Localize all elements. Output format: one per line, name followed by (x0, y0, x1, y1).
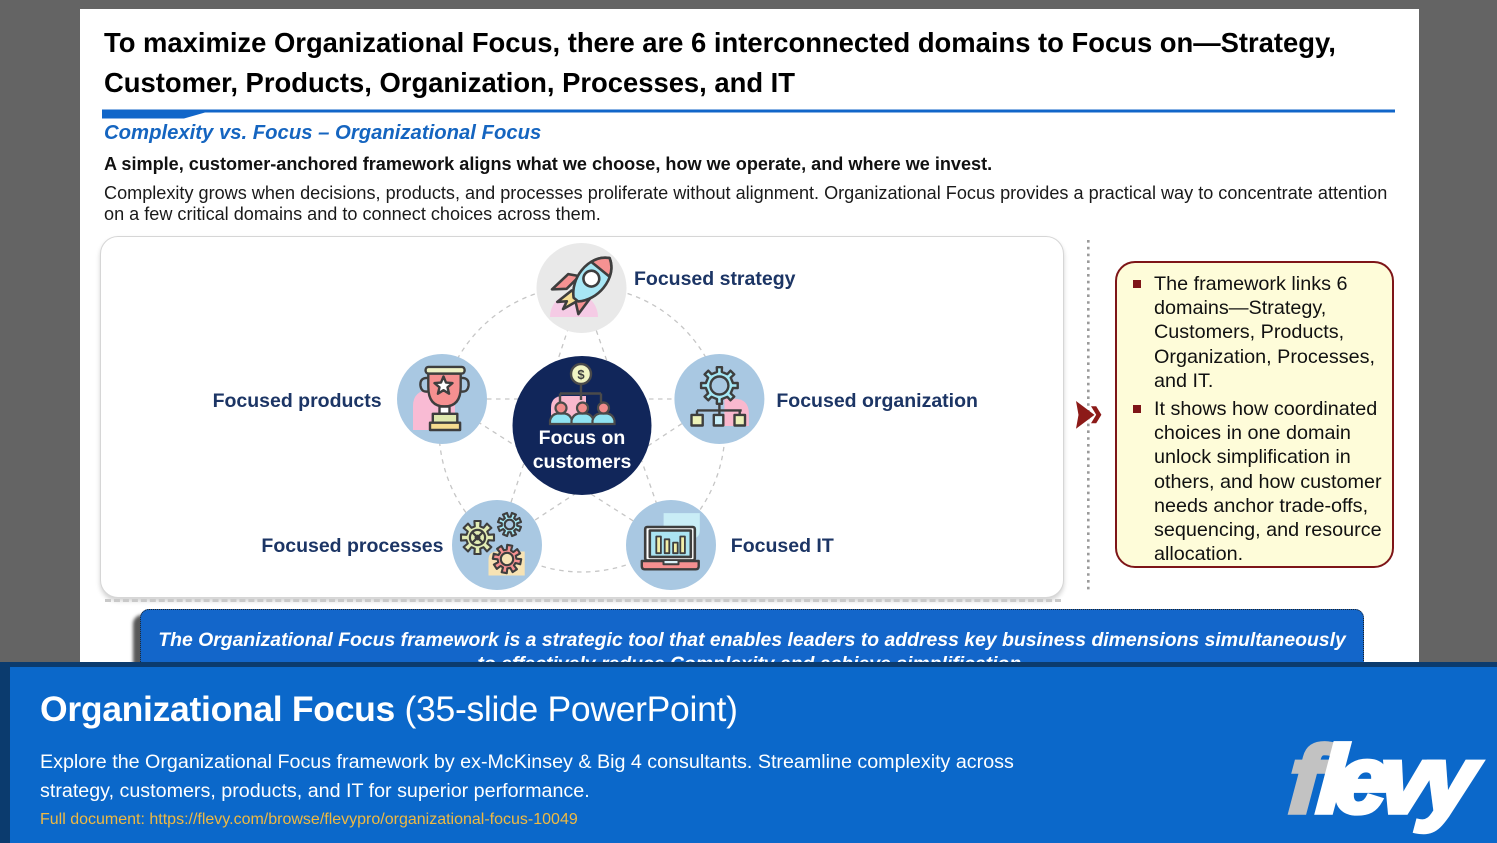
svg-text:Focused organization: Focused organization (776, 390, 978, 412)
svg-text:customers: customers (533, 451, 632, 473)
svg-text:$: $ (577, 367, 585, 382)
svg-text:Focus on: Focus on (539, 427, 626, 449)
svg-text:Focused strategy: Focused strategy (634, 268, 796, 290)
svg-text:Focused products: Focused products (213, 390, 382, 412)
svg-text:Focused processes: Focused processes (261, 535, 443, 557)
svg-text:Focused IT: Focused IT (731, 535, 834, 557)
